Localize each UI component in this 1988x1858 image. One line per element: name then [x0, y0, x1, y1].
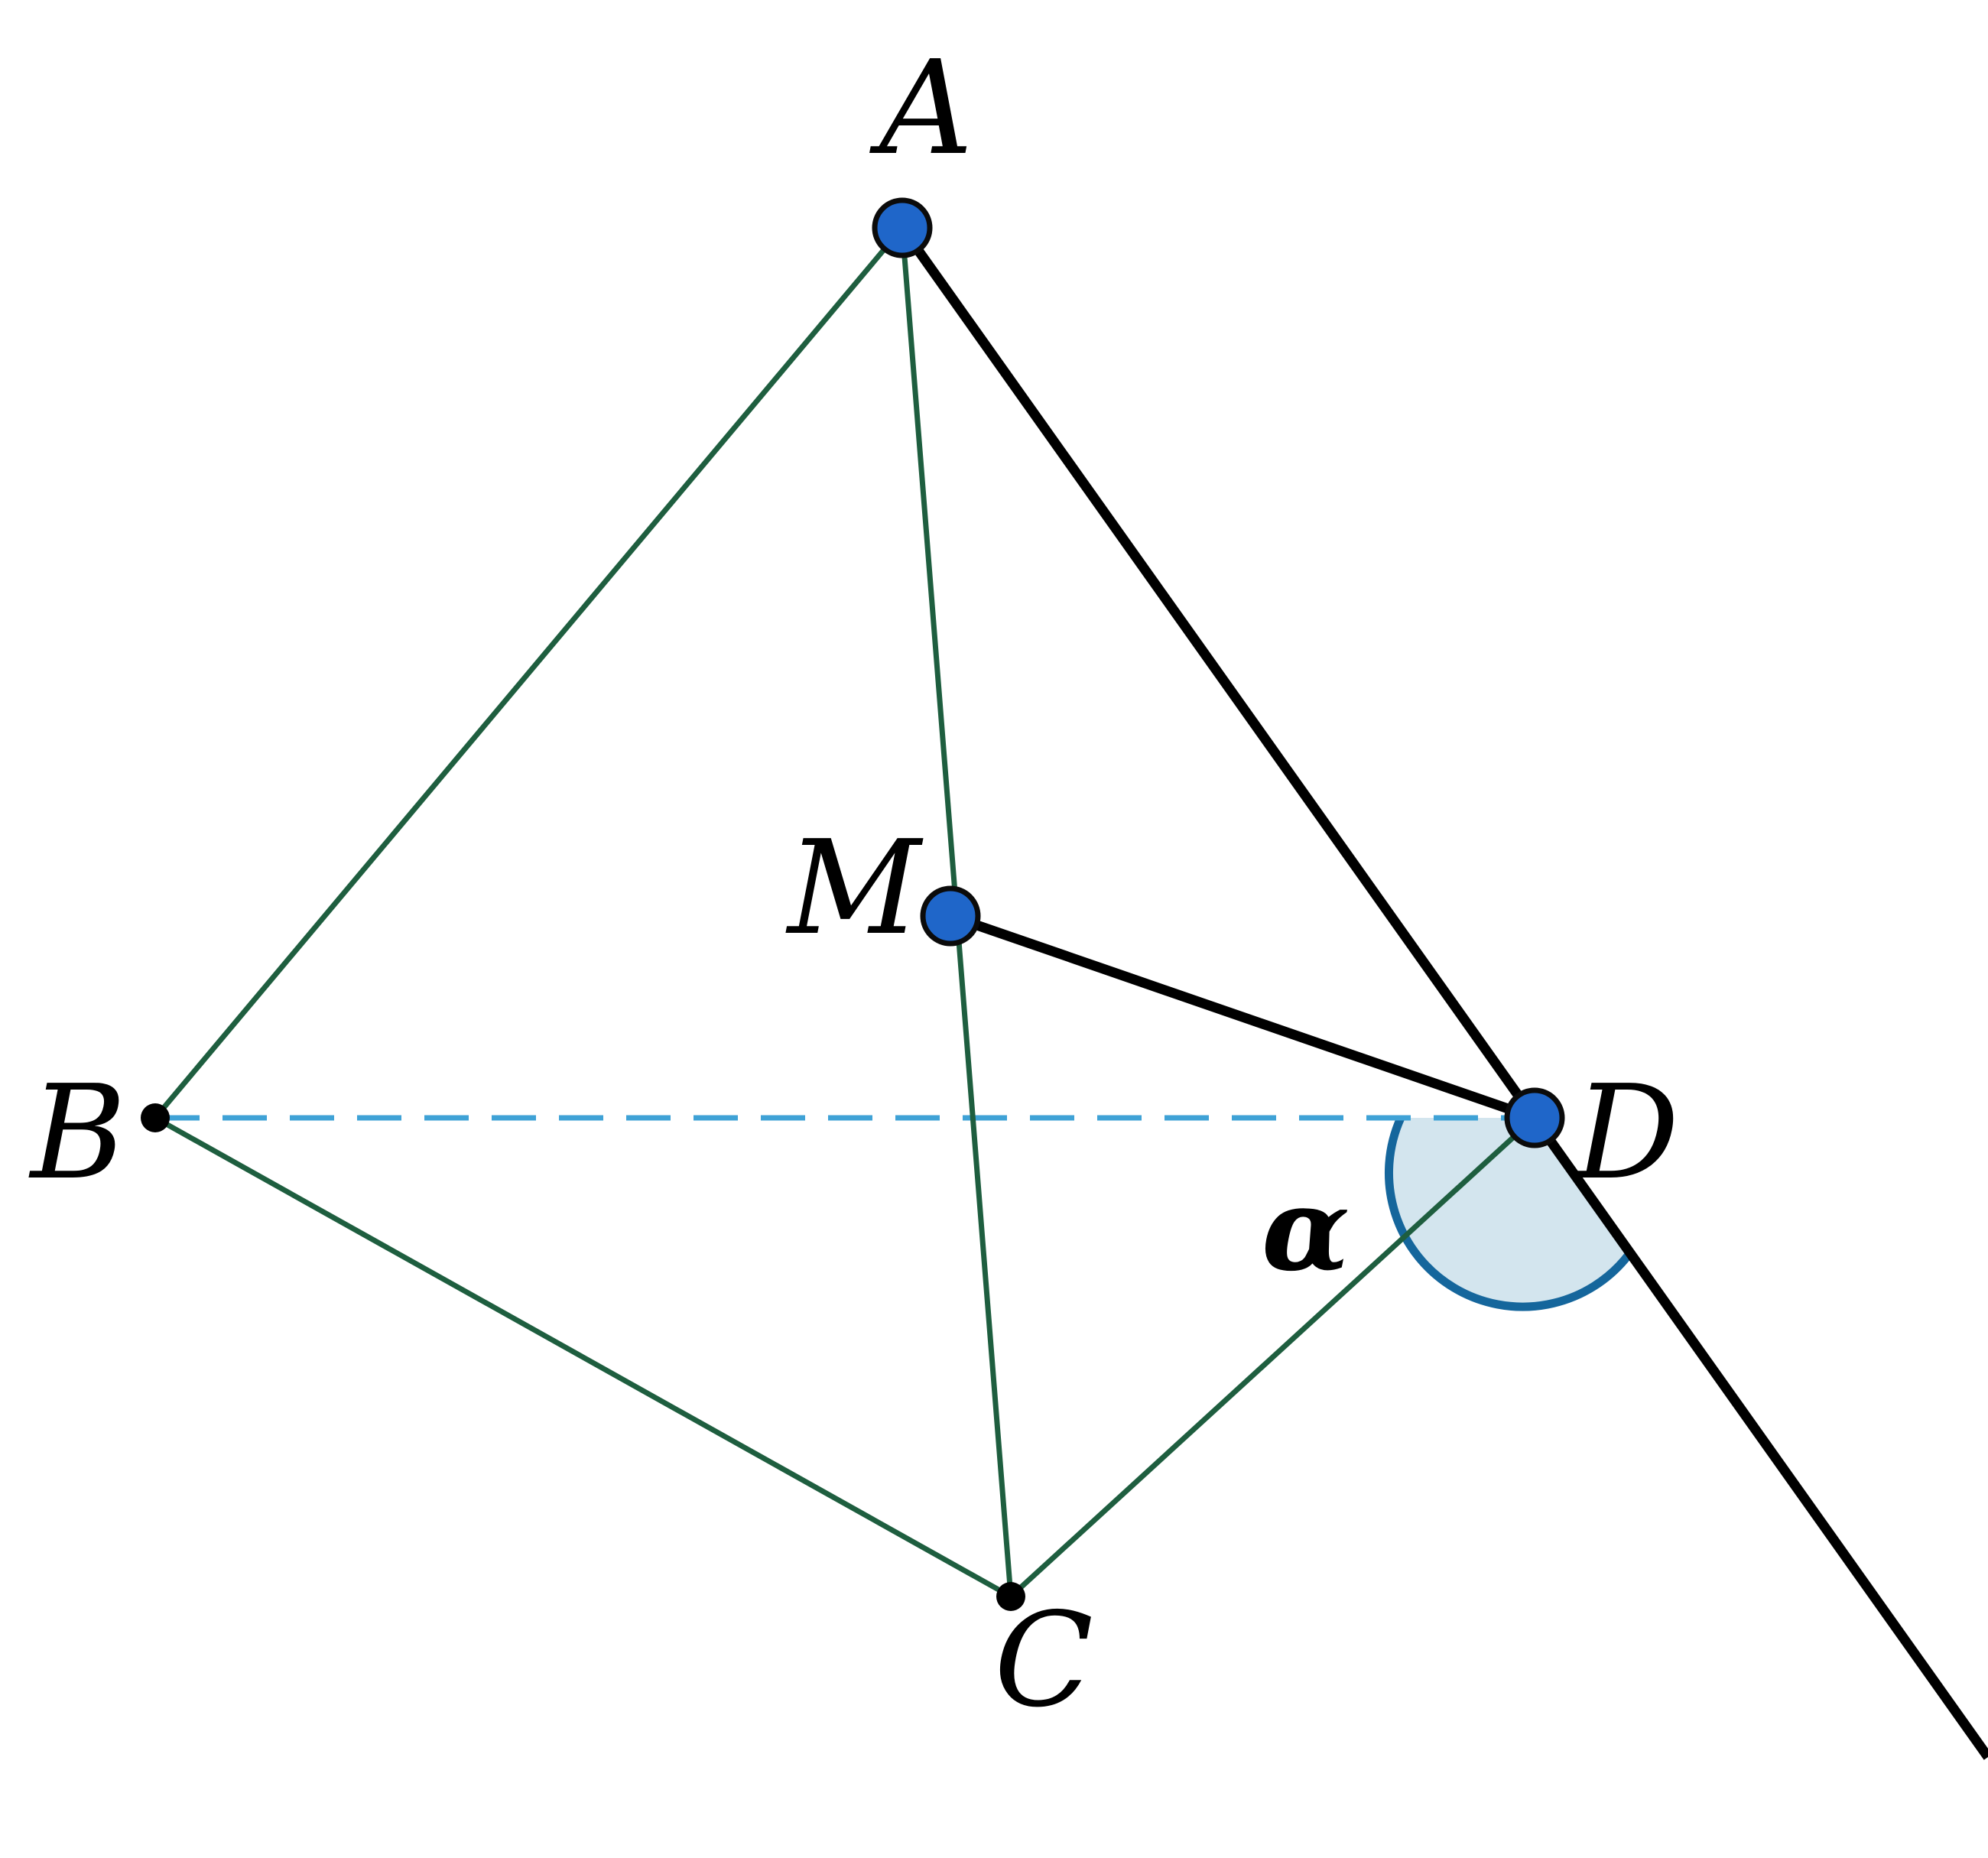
edge-AB [153, 226, 905, 1120]
label-alpha: α [1262, 1162, 1350, 1297]
label-A: A [869, 33, 973, 184]
angle-alpha-arc [1384, 1116, 1632, 1311]
label-D: D [1573, 1057, 1679, 1209]
segment-MD [948, 911, 1537, 1123]
point-D[interactable] [1504, 1087, 1565, 1148]
label-B: B [28, 1057, 126, 1209]
point-C-dot [996, 1582, 1025, 1611]
label-C: C [994, 1585, 1093, 1736]
point-M[interactable] [920, 885, 981, 947]
label-M: M [785, 813, 924, 964]
line-AD-extended [898, 225, 1988, 1760]
edge-CD [1009, 1116, 1537, 1599]
point-A[interactable] [872, 197, 933, 258]
edge-BC [154, 1115, 1012, 1600]
angle-alpha-sector [1389, 1118, 1629, 1307]
point-B-dot [141, 1103, 170, 1132]
